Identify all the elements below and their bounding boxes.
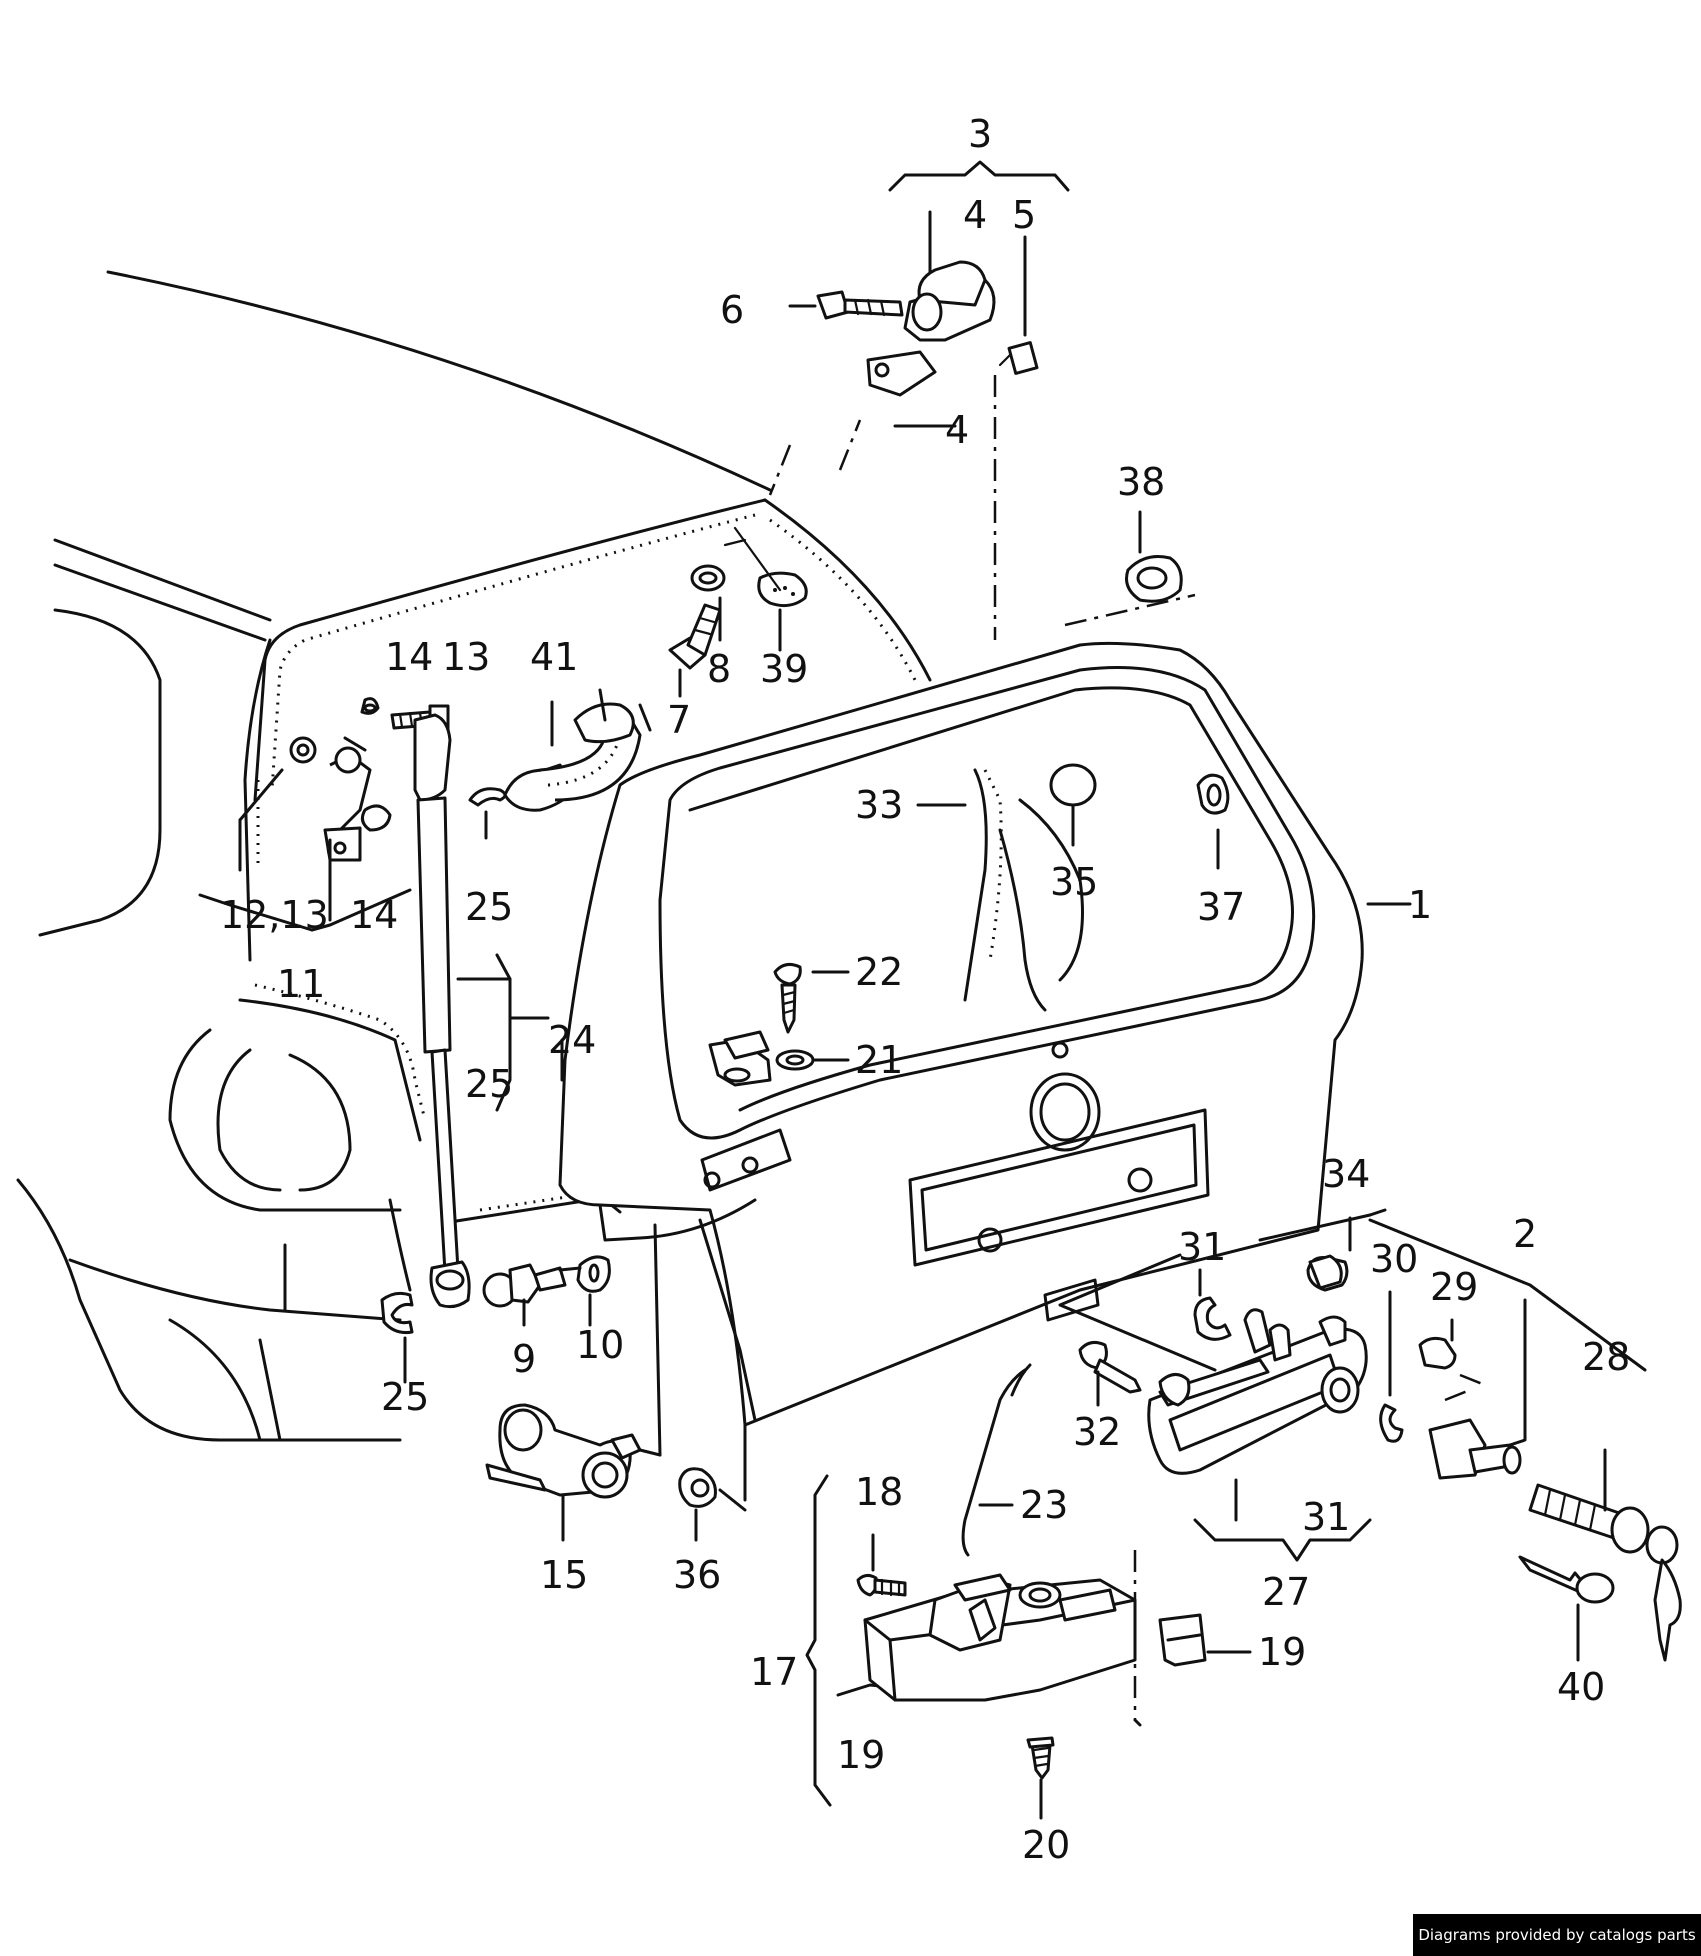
callout-3: 3 xyxy=(968,112,992,156)
callout-31: 31 xyxy=(1178,1225,1226,1269)
callout-29: 29 xyxy=(1430,1265,1478,1309)
callout-25: 25 xyxy=(381,1375,429,1419)
callout-21: 21 xyxy=(855,1038,903,1082)
bump-stop-parts xyxy=(668,526,808,698)
callout-27: 27 xyxy=(1262,1570,1310,1614)
callout-40: 40 xyxy=(1557,1665,1605,1709)
callout-34: 34 xyxy=(1322,1152,1370,1196)
striker-plate-parts xyxy=(708,962,850,1087)
callout-19: 19 xyxy=(837,1733,885,1777)
grommet-38 xyxy=(1064,510,1196,627)
callout-10: 10 xyxy=(576,1323,624,1367)
callout-20: 20 xyxy=(1022,1823,1070,1867)
callout-8: 8 xyxy=(707,647,731,691)
callout-14: 14 xyxy=(350,893,398,937)
callout-39: 39 xyxy=(760,647,808,691)
callout-24: 24 xyxy=(548,1018,596,1062)
callout-4: 4 xyxy=(963,193,987,237)
hinge-assembly xyxy=(768,160,1070,640)
callout-31: 31 xyxy=(1302,1495,1350,1539)
callout-25: 25 xyxy=(465,1062,513,1106)
strut-assembly xyxy=(198,697,564,1384)
washer-hose-41 xyxy=(503,688,652,812)
callout-1: 1 xyxy=(1408,883,1432,927)
callout-11: 11 xyxy=(277,962,325,1006)
callout-30: 30 xyxy=(1370,1237,1418,1281)
callout-15: 15 xyxy=(540,1553,588,1597)
callout-41: 41 xyxy=(530,635,578,679)
callout-38: 38 xyxy=(1117,460,1165,504)
callout-7: 7 xyxy=(667,698,691,742)
callout-9: 9 xyxy=(512,1337,536,1381)
credit-banner: Diagrams provided by catalogs parts xyxy=(1413,1914,1701,1956)
callout-labels: 3 4 5 6 4 38 14 13 41 7 8 39 25 33 35 37… xyxy=(220,112,1630,1867)
callout-37: 37 xyxy=(1197,885,1245,929)
callout-18: 18 xyxy=(855,1470,903,1514)
window-parts xyxy=(916,763,1412,906)
callout-2: 2 xyxy=(1513,1212,1537,1256)
callout-4: 4 xyxy=(945,408,969,452)
callout-14: 14 xyxy=(385,635,433,679)
callout-33: 33 xyxy=(855,783,903,827)
callout-22: 22 xyxy=(855,950,903,994)
lower-left-parts xyxy=(482,1223,747,1542)
callout-19: 19 xyxy=(1258,1630,1306,1674)
callout-13: 13 xyxy=(442,635,490,679)
tailgate-assembly xyxy=(558,641,1364,1502)
callout-32: 32 xyxy=(1073,1410,1121,1454)
vehicle-body xyxy=(16,270,932,1442)
callout-6: 6 xyxy=(720,288,744,332)
callout-12-13: 12,13 xyxy=(220,893,329,937)
callout-36: 36 xyxy=(673,1553,721,1597)
callout-23: 23 xyxy=(1020,1483,1068,1527)
callout-25: 25 xyxy=(465,885,513,929)
handle-lock-assembly xyxy=(1058,1208,1682,1662)
callout-17: 17 xyxy=(750,1650,798,1694)
callout-35: 35 xyxy=(1050,860,1098,904)
callout-28: 28 xyxy=(1582,1335,1630,1379)
callout-5: 5 xyxy=(1012,193,1036,237)
latch-assembly xyxy=(805,1363,1252,1820)
